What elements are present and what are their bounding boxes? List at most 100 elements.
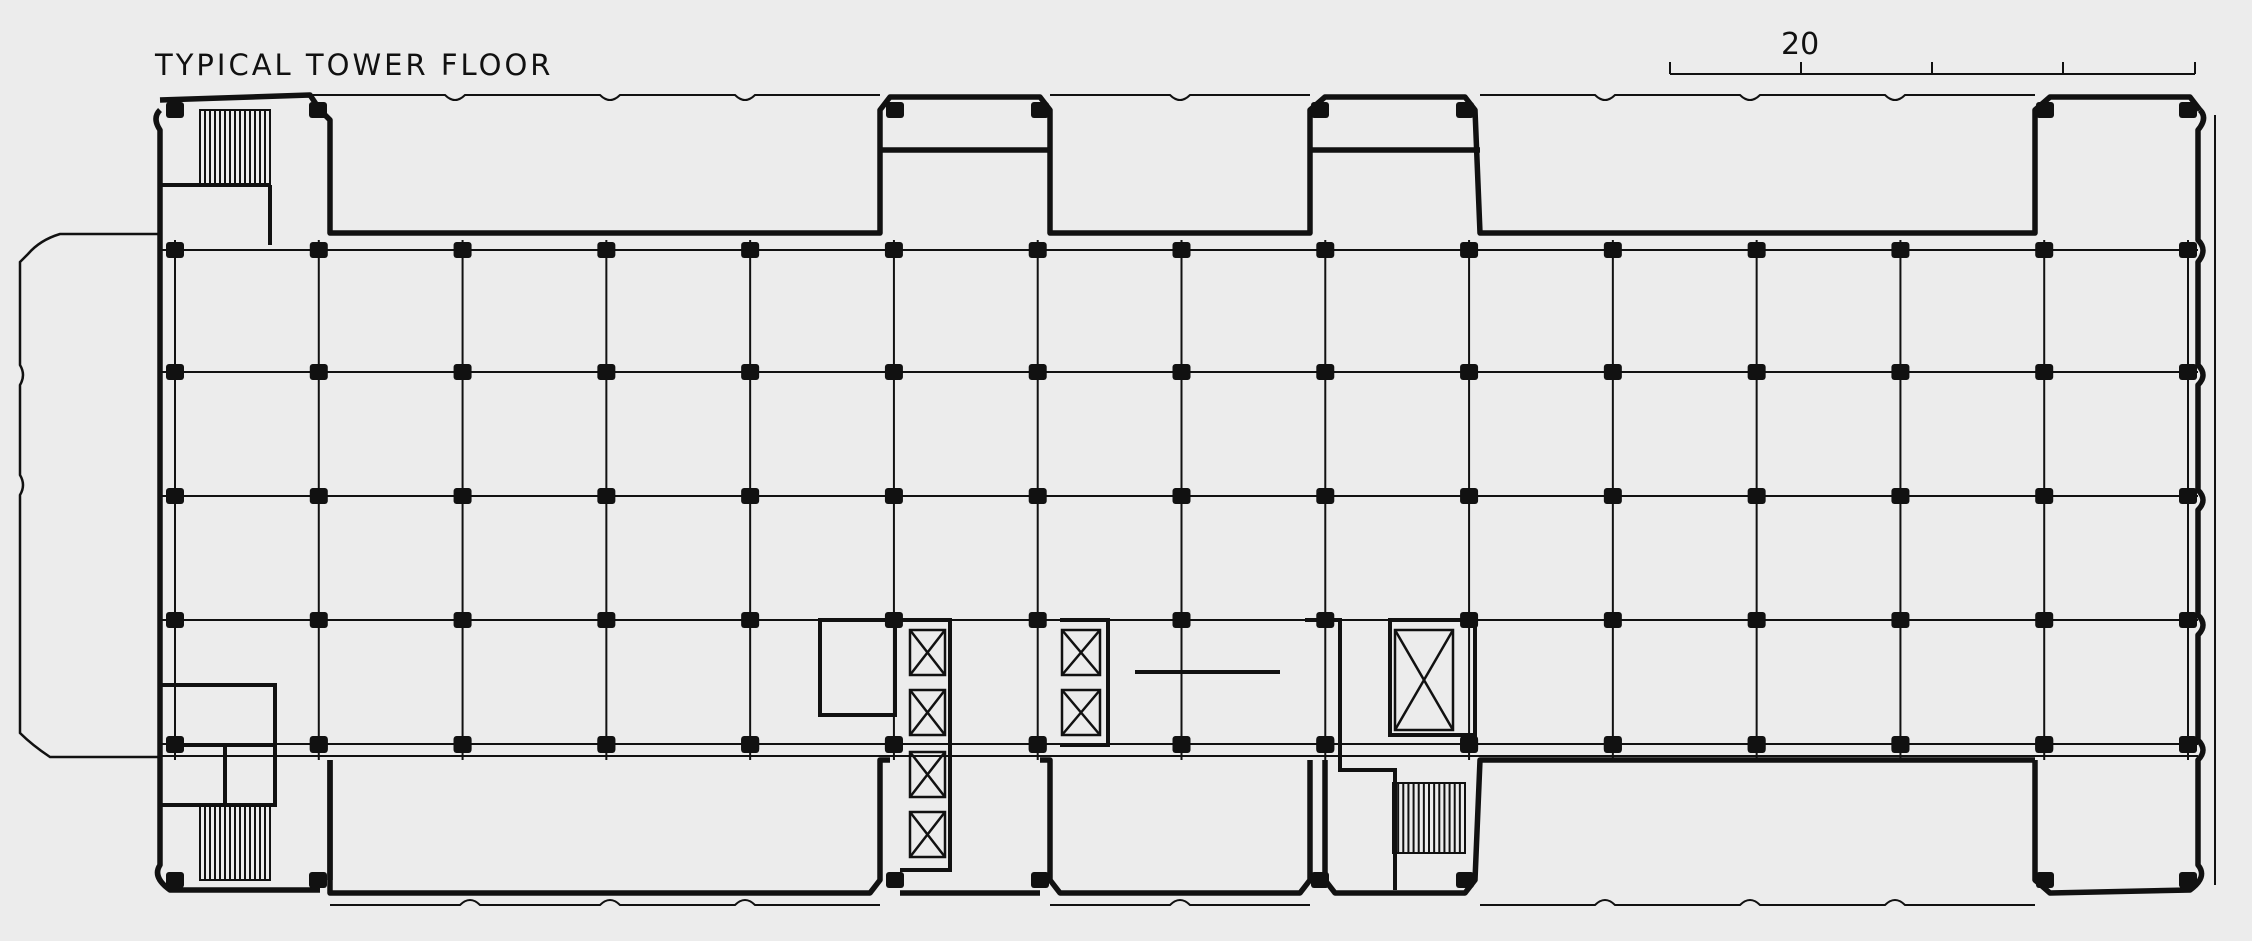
drawing-title: TYPICAL TOWER FLOOR — [154, 48, 553, 82]
column — [2179, 242, 2197, 258]
column — [2036, 872, 2054, 888]
column — [166, 612, 184, 628]
column — [166, 242, 184, 258]
column — [1031, 102, 1049, 118]
column — [2179, 872, 2197, 888]
column — [1747, 242, 1766, 258]
column — [2035, 242, 2054, 258]
column — [1891, 737, 1910, 753]
column — [453, 612, 472, 628]
column — [1460, 364, 1479, 380]
structural-columns — [166, 102, 2197, 888]
core-walls — [160, 183, 1477, 890]
column — [1747, 488, 1766, 504]
column — [453, 737, 472, 753]
column — [1460, 242, 1479, 258]
column — [2035, 612, 2054, 628]
column — [1891, 488, 1910, 504]
column — [1172, 364, 1191, 380]
elevator-car — [1060, 628, 1102, 677]
column — [884, 488, 903, 504]
column — [597, 612, 616, 628]
column — [1747, 737, 1766, 753]
column — [2035, 737, 2054, 753]
elevator-car — [1393, 628, 1455, 732]
column — [309, 364, 328, 380]
stairwells — [199, 109, 1466, 881]
column — [1460, 612, 1479, 628]
column — [453, 364, 472, 380]
column — [166, 737, 184, 753]
west-annex — [18, 232, 160, 759]
column — [1311, 102, 1329, 118]
column — [1031, 872, 1049, 888]
column — [1172, 242, 1191, 258]
column — [453, 242, 472, 258]
column — [166, 102, 184, 118]
column — [166, 364, 184, 380]
column — [741, 737, 760, 753]
stair-treads — [199, 804, 271, 881]
column — [1891, 612, 1910, 628]
column — [309, 242, 328, 258]
column — [1316, 488, 1335, 504]
column — [597, 242, 616, 258]
elevator-car — [1060, 688, 1102, 737]
column — [1891, 242, 1910, 258]
column — [1603, 612, 1622, 628]
column — [1316, 737, 1335, 753]
column — [1891, 364, 1910, 380]
column — [1316, 612, 1335, 628]
column — [1603, 364, 1622, 380]
column — [884, 612, 903, 628]
scale-label: 20 — [1781, 27, 1819, 62]
column — [1172, 737, 1191, 753]
column — [2179, 364, 2197, 380]
column — [1747, 364, 1766, 380]
facade-outline — [310, 94, 2216, 906]
column — [2179, 102, 2197, 118]
elevator-shafts — [908, 628, 1455, 859]
column — [884, 737, 903, 753]
column — [1028, 242, 1047, 258]
column — [741, 364, 760, 380]
elevator-car — [908, 628, 947, 677]
column — [741, 242, 760, 258]
column — [1028, 488, 1047, 504]
elevator-car — [908, 750, 947, 799]
column — [1028, 364, 1047, 380]
column — [1603, 737, 1622, 753]
column — [1172, 488, 1191, 504]
column — [884, 242, 903, 258]
column — [1028, 737, 1047, 753]
column — [309, 612, 328, 628]
column — [309, 737, 328, 753]
column — [1603, 488, 1622, 504]
column — [741, 612, 760, 628]
column — [1747, 612, 1766, 628]
column — [1460, 737, 1479, 753]
column — [1028, 612, 1047, 628]
column — [2179, 737, 2197, 753]
column — [884, 364, 903, 380]
column — [1460, 488, 1479, 504]
column — [309, 872, 327, 888]
column — [309, 102, 327, 118]
column — [1172, 612, 1191, 628]
column — [2035, 364, 2054, 380]
column — [597, 488, 616, 504]
column — [2179, 488, 2197, 504]
exterior-walls — [153, 92, 2207, 896]
column — [597, 737, 616, 753]
column — [453, 488, 472, 504]
column — [597, 364, 616, 380]
column — [2179, 612, 2197, 628]
column — [2036, 102, 2054, 118]
column — [1603, 242, 1622, 258]
elevator-car — [908, 688, 947, 737]
column — [1456, 872, 1474, 888]
elevator-car — [908, 810, 947, 859]
column — [166, 488, 184, 504]
column — [1456, 102, 1474, 118]
